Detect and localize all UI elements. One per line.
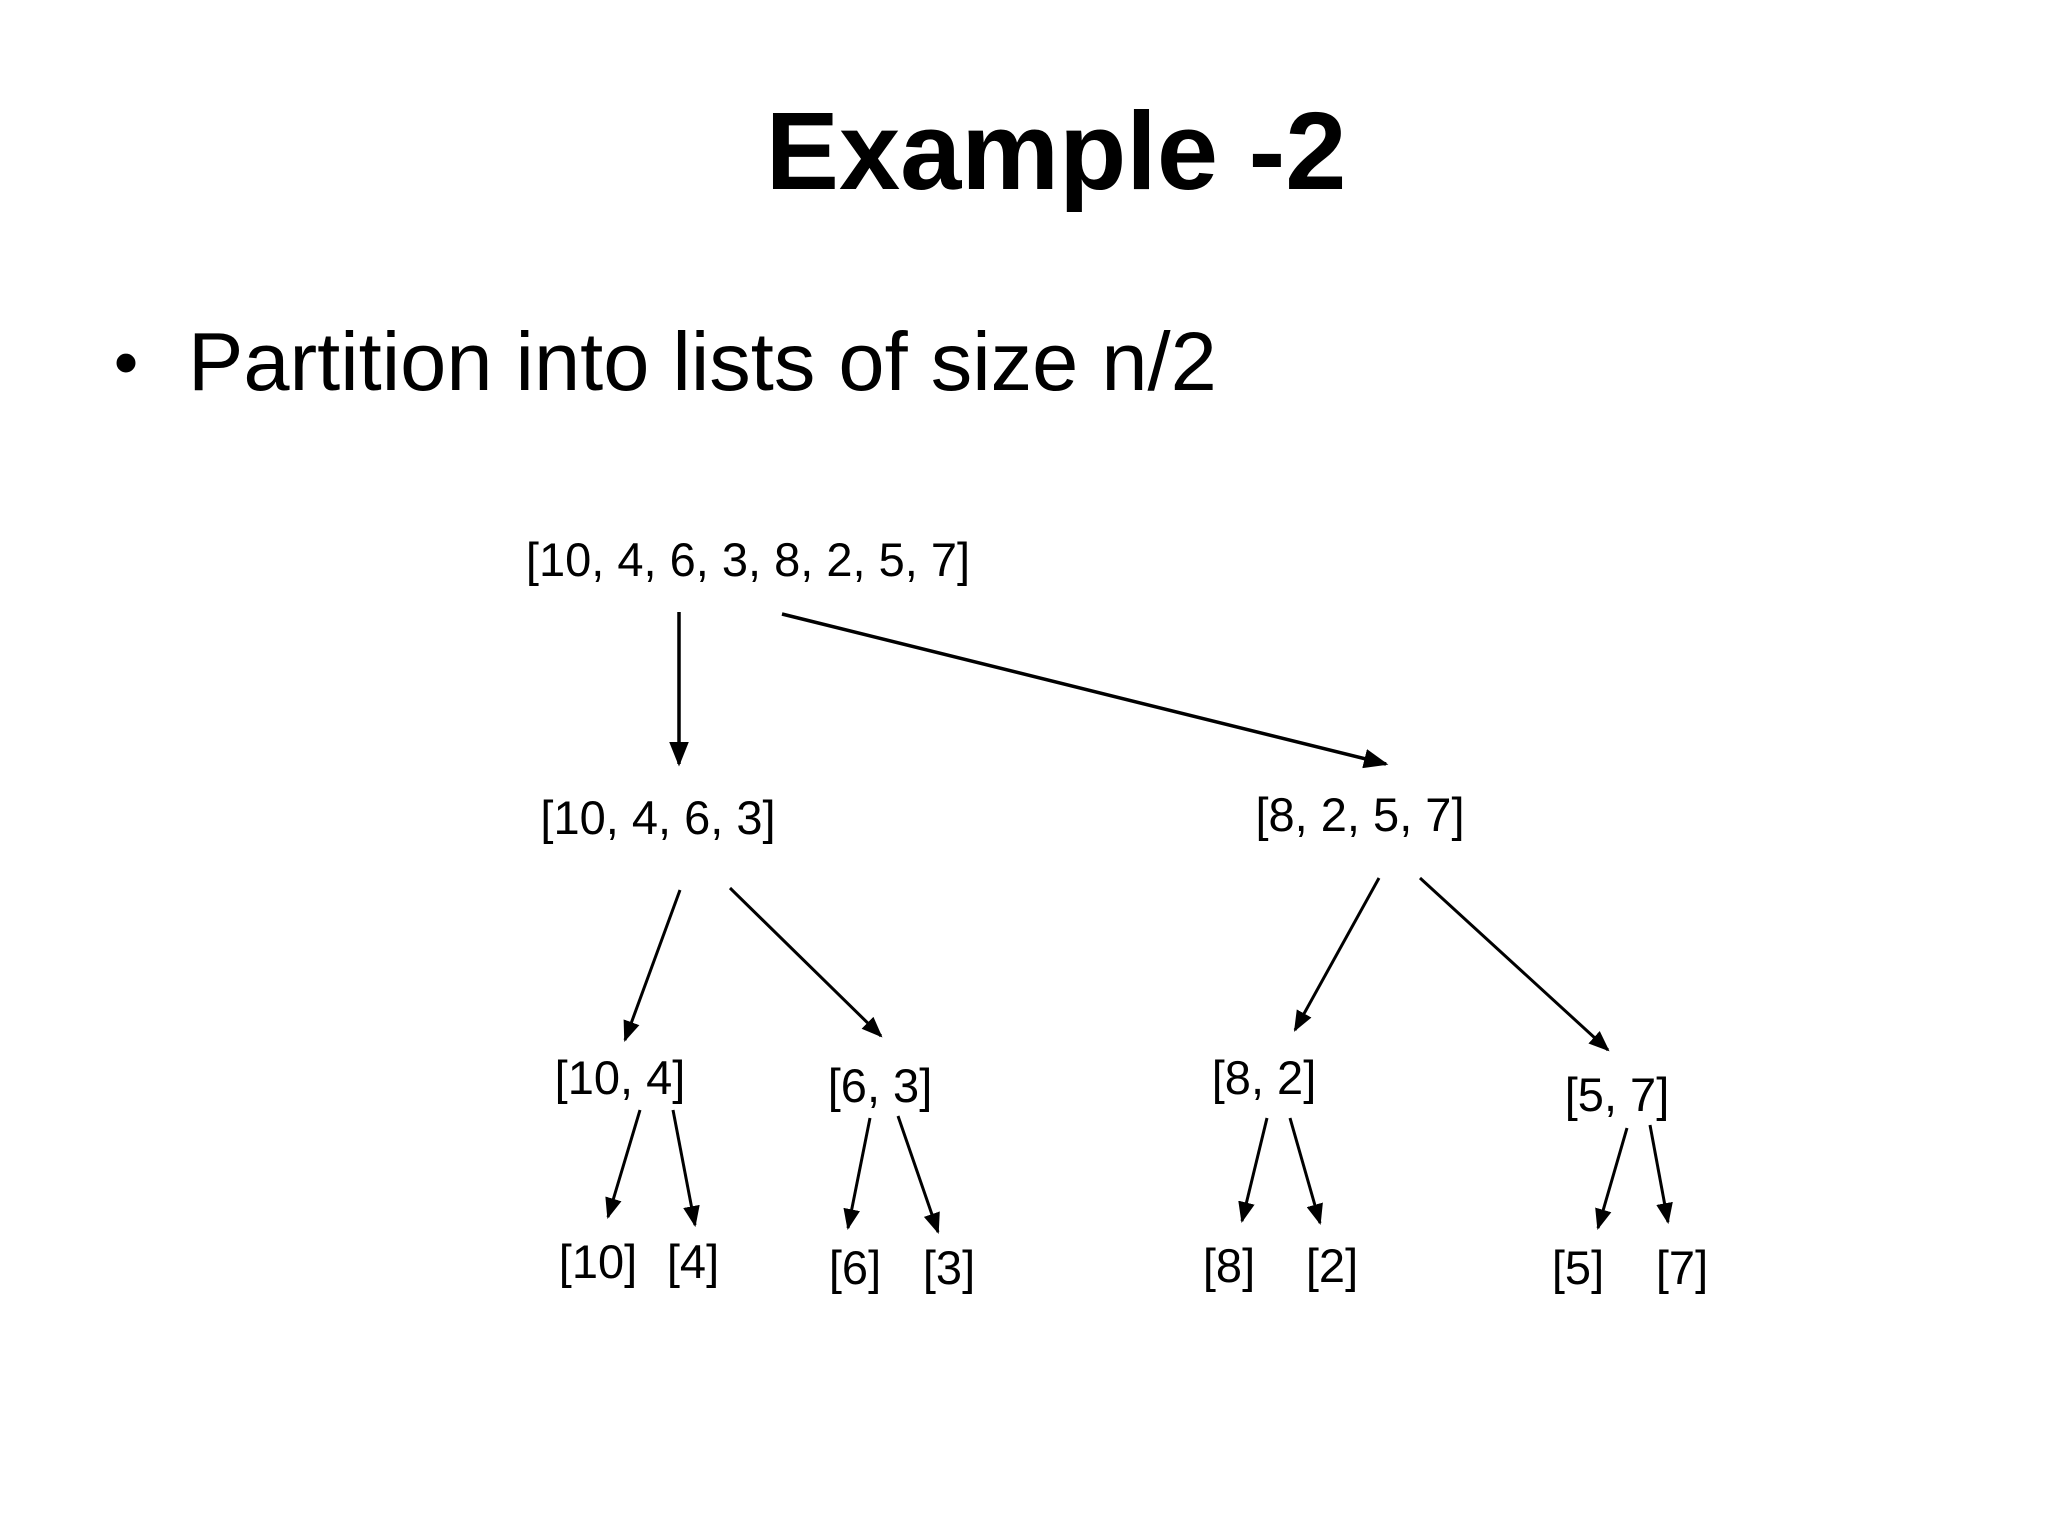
arrow-10-4-to-4 xyxy=(671,1109,700,1228)
arrow-left-half-to-10-4 xyxy=(623,889,682,1042)
tree-node-10-4-6-3: [10, 4, 6, 3] xyxy=(540,791,776,845)
bullet-marker-icon: • xyxy=(113,323,139,401)
tree-leaf-10: [10] xyxy=(558,1235,638,1289)
tree-node-8-2: [8, 2] xyxy=(1211,1051,1317,1105)
arrow-right-half-to-8-2 xyxy=(1293,877,1381,1032)
tree-leaf-7: [7] xyxy=(1655,1241,1709,1295)
tree-node-10-4: [10, 4] xyxy=(554,1051,686,1105)
arrow-10-4-to-10 xyxy=(605,1109,642,1220)
arrow-5-7-to-5 xyxy=(1595,1127,1629,1231)
tree-leaf-5: [5] xyxy=(1551,1241,1605,1295)
arrow-root-to-right-half xyxy=(781,612,1389,769)
tree-leaf-8: [8] xyxy=(1202,1239,1256,1293)
tree-leaf-2: [2] xyxy=(1305,1239,1359,1293)
arrow-5-7-to-7 xyxy=(1648,1124,1673,1225)
arrow-left-half-to-6-3 xyxy=(728,886,883,1038)
bullet-item: • Partition into lists of size n/2 xyxy=(108,310,1217,414)
bullet-text: Partition into lists of size n/2 xyxy=(188,315,1217,408)
tree-leaf-4: [4] xyxy=(666,1235,720,1289)
arrow-8-2-to-8 xyxy=(1238,1117,1269,1224)
arrow-8-2-to-2 xyxy=(1288,1117,1323,1226)
tree-node-8-2-5-7: [8, 2, 5, 7] xyxy=(1255,788,1465,842)
slide-title: Example -2 xyxy=(765,90,1347,213)
tree-leaf-6: [6] xyxy=(828,1241,882,1295)
tree-node-root: [10, 4, 6, 3, 8, 2, 5, 7] xyxy=(525,533,971,587)
arrow-right-half-to-5-7 xyxy=(1418,876,1610,1052)
arrow-6-3-to-6 xyxy=(843,1117,872,1231)
arrow-6-3-to-3 xyxy=(896,1115,940,1234)
tree-node-5-7: [5, 7] xyxy=(1564,1068,1670,1122)
tree-leaf-3: [3] xyxy=(922,1241,976,1295)
tree-node-6-3: [6, 3] xyxy=(827,1059,933,1113)
